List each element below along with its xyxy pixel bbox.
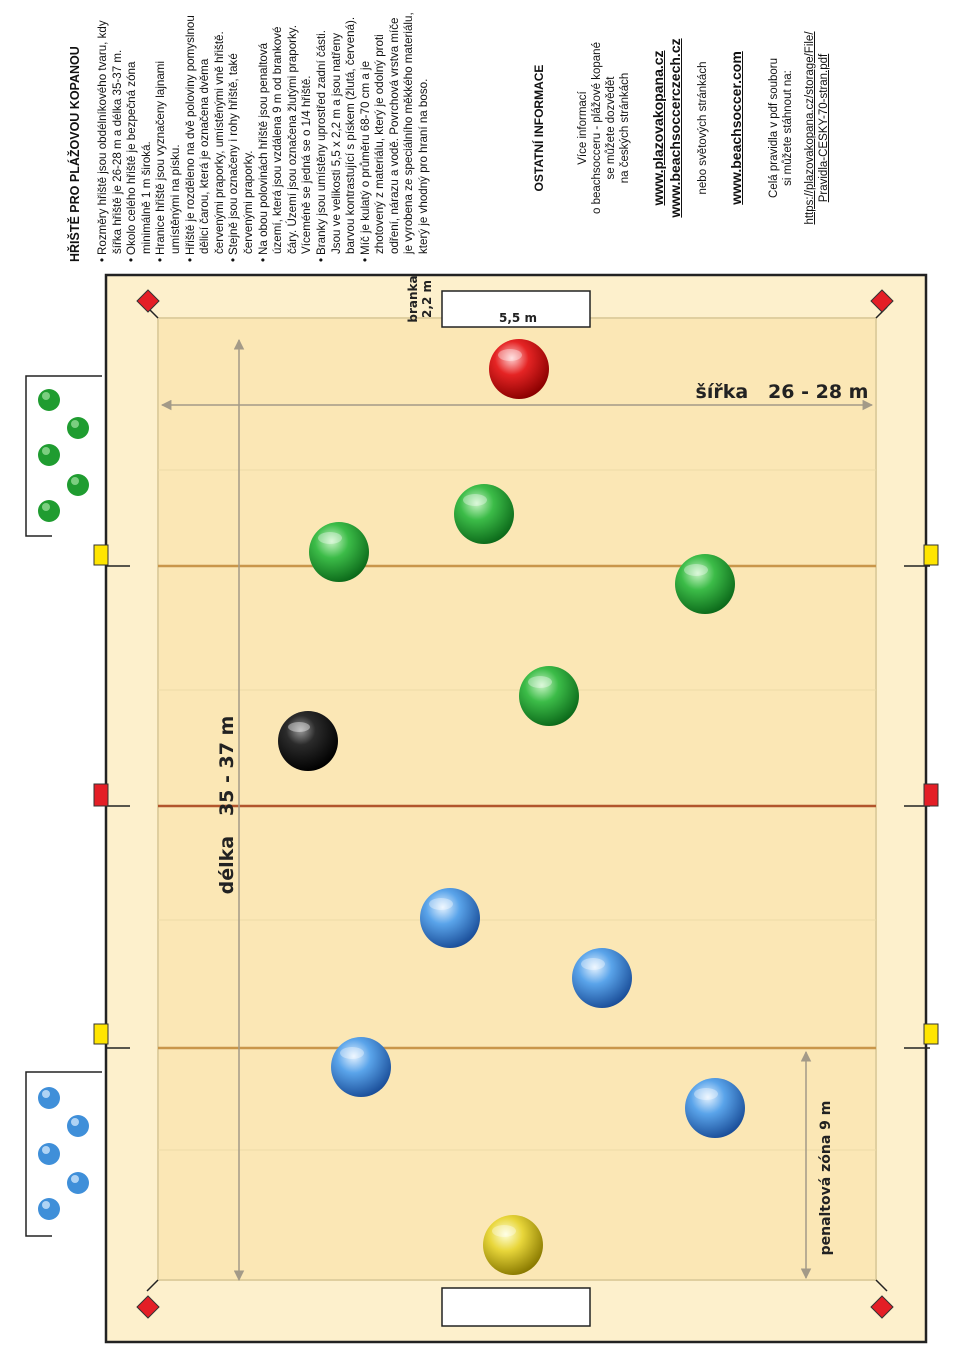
player-icon <box>38 1198 60 1220</box>
player-green <box>454 484 514 544</box>
player-icon <box>67 474 89 496</box>
info-intro-line: se můžete dozvědět <box>605 76 617 180</box>
length-label: délka 35 - 37 m <box>216 716 238 895</box>
rules-item: Na obou polovinách hřiště jsou penaltová… <box>257 6 315 262</box>
penalty-flag-icon <box>923 1023 939 1045</box>
info-intro-line: o beachsocceru - plážové kopané <box>591 42 603 214</box>
rules-item: Rozměry hřiště jsou obdélníkového tvaru,… <box>96 6 125 262</box>
penalty-flag-icon <box>93 544 109 566</box>
info-pdf-line: Celá pravidla v pdf souboru <box>768 58 780 198</box>
penalty-zone-label: penaltová zóna 9 m <box>818 1101 834 1256</box>
playing-field <box>157 317 877 1281</box>
link-pdf-rules-cont[interactable]: Pravidla-CESKY-70-stran.pdf <box>818 53 830 203</box>
info-intro: Více informací o beachsocceru - plážové … <box>576 18 632 238</box>
rules-block: HŘIŠTĚ PRO PLÁŽOVOU KOPANOU Rozměry hřiš… <box>68 6 432 262</box>
player-blue <box>331 1037 391 1097</box>
player-icon <box>38 500 60 522</box>
goal-width-label: 5,5 m <box>499 311 537 325</box>
rules-item: Okolo celého hřiště je bezpečná zóna min… <box>125 6 154 262</box>
info-intro-line: na českých stránkách <box>619 72 631 184</box>
goalkeeper-yellow <box>483 1215 543 1275</box>
rules-item: Míč je kulatý o průměru 68-70 cm a je zh… <box>359 6 432 262</box>
player-icon <box>38 1143 60 1165</box>
ball-icon <box>278 711 338 771</box>
info-heading: OSTATNÍ INFORMACE <box>532 64 546 192</box>
goal-label-line1: branka <box>406 275 420 322</box>
rules-item: Stejně jsou označeny i rohy hřiště, také… <box>227 6 256 262</box>
corner-flag-icon <box>136 1279 160 1319</box>
link-beachsoccerczech[interactable]: www.beachsoccerczech.cz <box>667 38 683 218</box>
corner-flag-icon <box>870 1279 894 1319</box>
bench-bottom-outline <box>25 1071 102 1237</box>
goal-label-line2: 2,2 m <box>420 280 434 318</box>
player-blue <box>685 1078 745 1138</box>
player-blue <box>572 948 632 1008</box>
goal-bottom <box>441 1287 591 1327</box>
player-icon <box>67 1115 89 1137</box>
rules-item: Hřiště je rozděleno na dvě poloviny pomy… <box>184 6 228 262</box>
info-pdf-text: Celá pravidla v pdf souboru si můžete st… <box>767 18 795 238</box>
corner-flag-icon <box>136 289 160 319</box>
half-flag-icon <box>923 783 939 807</box>
rules-item: Branky jsou umístěny uprostřed zadní čás… <box>315 6 359 262</box>
player-green <box>675 554 735 614</box>
half-flag-icon <box>93 783 109 807</box>
info-block: OSTATNÍ INFORMACE Více informací o beach… <box>532 18 831 238</box>
goal-top <box>441 290 591 328</box>
player-green <box>519 666 579 726</box>
info-intro-line: Více informací <box>577 91 589 165</box>
player-icon <box>38 1087 60 1109</box>
player-icon <box>67 417 89 439</box>
corner-flag-icon <box>870 289 894 319</box>
player-icon <box>38 444 60 466</box>
info-pdf-line: si můžete stáhnout na: <box>782 70 794 186</box>
width-label: šířka 26 - 28 m <box>696 381 869 403</box>
rules-list: Rozměry hřiště jsou obdélníkového tvaru,… <box>96 6 432 262</box>
link-pdf-rules[interactable]: https://plazovakopana.cz/storage/File/ <box>804 31 816 225</box>
link-plazovakopana[interactable]: www.plazovakopana.cz <box>650 50 666 206</box>
bench-top-outline <box>25 375 102 537</box>
goalkeeper-red <box>489 339 549 399</box>
link-beachsoccer-com[interactable]: www.beachsoccer.com <box>728 51 744 205</box>
penalty-flag-icon <box>93 1023 109 1045</box>
player-blue <box>420 888 480 948</box>
player-icon <box>67 1172 89 1194</box>
player-green <box>309 522 369 582</box>
player-icon <box>38 389 60 411</box>
info-world-text: nebo světových stránkách <box>697 61 709 195</box>
penalty-flag-icon <box>923 544 939 566</box>
rules-item: Hranice hřiště jsou vyznačeny lajnami um… <box>154 6 183 262</box>
rules-heading: HŘIŠTĚ PRO PLÁŽOVOU KOPANOU <box>68 46 82 262</box>
